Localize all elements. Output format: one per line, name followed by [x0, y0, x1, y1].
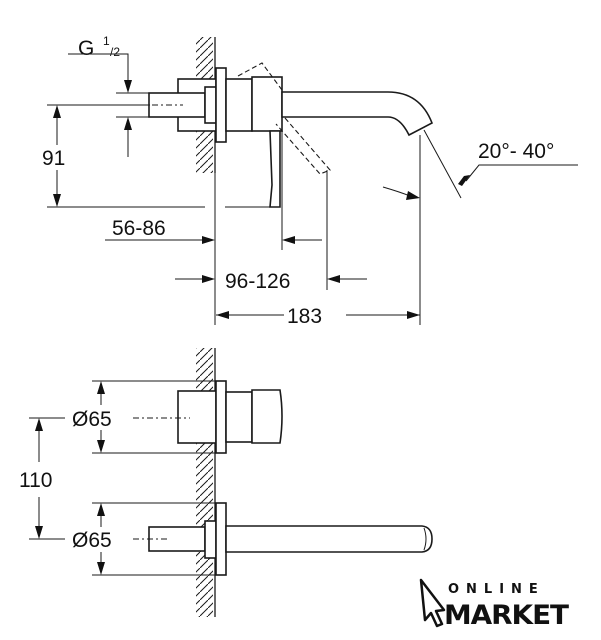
inner-collar [204, 86, 217, 124]
valve-knob [251, 389, 283, 444]
thread-arrows [124, 80, 132, 130]
online-market-logo: ONLINE MARKET [419, 578, 571, 631]
angle-range: 20°- 40° [478, 140, 554, 163]
diameter-dim-lines [92, 380, 215, 576]
lower-flange [215, 502, 227, 576]
lower-diameter: Ø65 [72, 529, 112, 552]
spout-end-edge [423, 527, 427, 551]
thread-leader [68, 53, 150, 157]
thread-label: G [78, 37, 94, 60]
wall-hatching-bottom [196, 348, 213, 617]
thread-fraction-num: 1 [103, 34, 110, 48]
height-dim-lines [47, 104, 270, 208]
upper-flange [215, 380, 227, 454]
spout-length: 183 [287, 305, 322, 328]
upper-diameter: Ø65 [72, 408, 112, 431]
center-distance: 110 [19, 469, 52, 492]
spout [281, 91, 434, 137]
valve-box [177, 390, 217, 444]
height-dim: 91 [42, 147, 65, 170]
cursor-icon [419, 578, 446, 628]
thread-fraction-den: /2 [110, 45, 120, 59]
depth-dim-1: 56-86 [112, 217, 166, 240]
depth-dim-2-lines [175, 173, 367, 325]
angle-arrows [406, 175, 470, 200]
depth-dim-2: 96-126 [225, 270, 290, 293]
depth-dim-1-lines [105, 131, 328, 290]
center-distance-lines [29, 417, 65, 540]
valve-body [225, 78, 253, 132]
wall-flange [215, 67, 227, 143]
center-distance-arrows [35, 418, 43, 539]
lever [269, 130, 281, 208]
depth-dim-1-arrows [202, 236, 295, 244]
spout-length-lines [216, 135, 421, 325]
lower-collar [204, 520, 217, 559]
logo-market: MARKET [444, 600, 570, 631]
side-view: G 1 /2 91 56-86 96-126 183 20°- 40° [42, 34, 578, 328]
lever-alt-position [237, 62, 331, 175]
cartridge-housing [251, 76, 283, 132]
front-view: Ø65 Ø65 110 [19, 348, 433, 617]
valve-stem [225, 391, 253, 443]
spout-front [225, 525, 433, 553]
logo-online: ONLINE [448, 582, 545, 597]
